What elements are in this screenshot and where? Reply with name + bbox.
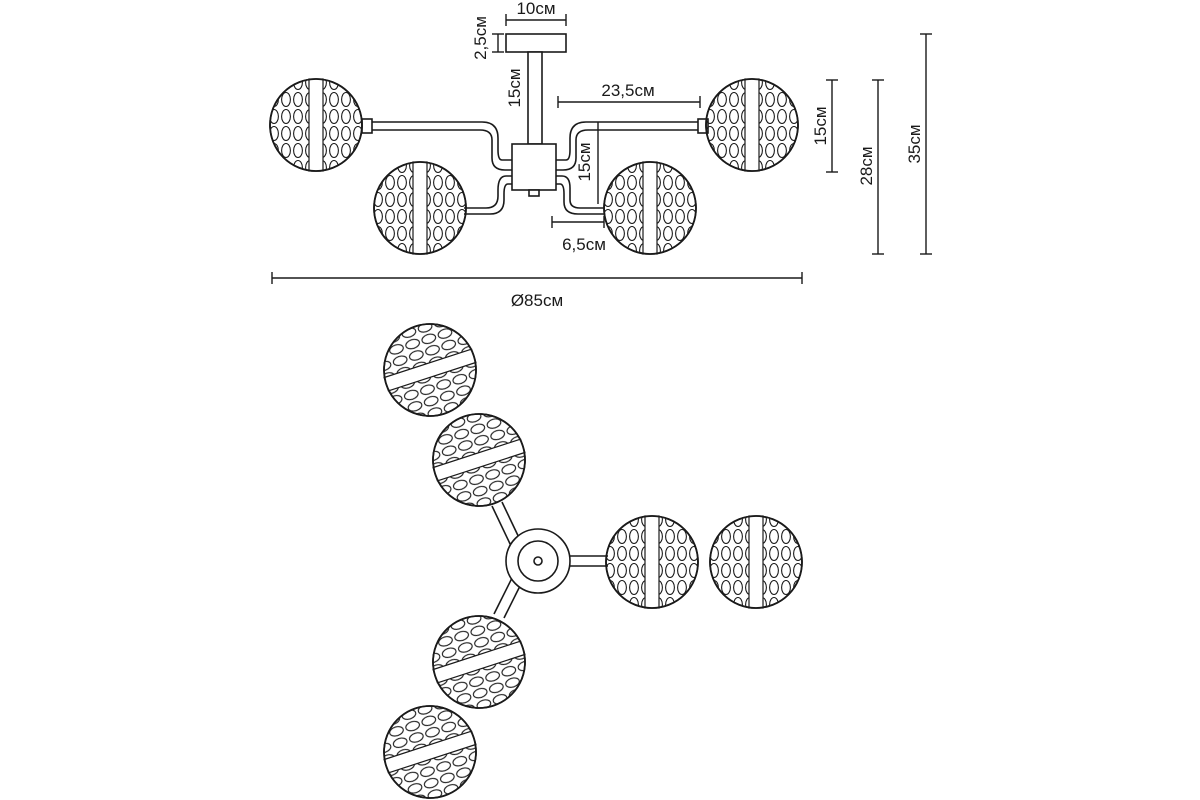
top-view: [371, 311, 803, 800]
label-offset: 6,5см: [562, 235, 606, 254]
arm-right-upper: [556, 121, 700, 161]
globe-inner-right: [603, 161, 697, 255]
label-height-28: 28см: [857, 146, 876, 185]
side-view: [269, 33, 799, 255]
globe-far-left: [269, 78, 363, 172]
globe-inner-left: [373, 161, 467, 255]
canopy: [505, 33, 567, 53]
label-rod-length: 15см: [505, 68, 524, 107]
globe-bottom-1: [420, 603, 538, 721]
globe-bottom-2: [371, 693, 489, 800]
label-arm-length: 23,5см: [601, 81, 654, 100]
arm-right-lower: [556, 175, 604, 209]
globe-top-1: [371, 311, 489, 429]
globe-far-right: [705, 78, 799, 172]
globe-top-2: [420, 401, 538, 519]
central-body: [511, 143, 557, 191]
globe-right-2: [709, 515, 803, 609]
label-diameter: Ø85см: [511, 291, 563, 310]
label-canopy-height: 2,5см: [471, 16, 490, 60]
label-canopy-width: 10см: [516, 0, 555, 18]
dimension-lines: [271, 14, 932, 284]
label-height-35: 35см: [905, 124, 924, 163]
arm-left-upper: [370, 121, 512, 161]
label-side-height: 15см: [811, 106, 830, 145]
arm-left-lower: [464, 175, 512, 209]
rod: [527, 51, 543, 145]
label-drop-height: 15см: [575, 142, 594, 181]
dimension-labels: 10см 2,5см 15см 23,5см 15см 6,5см 15см 2…: [471, 0, 924, 310]
globe-right-1: [605, 515, 699, 609]
